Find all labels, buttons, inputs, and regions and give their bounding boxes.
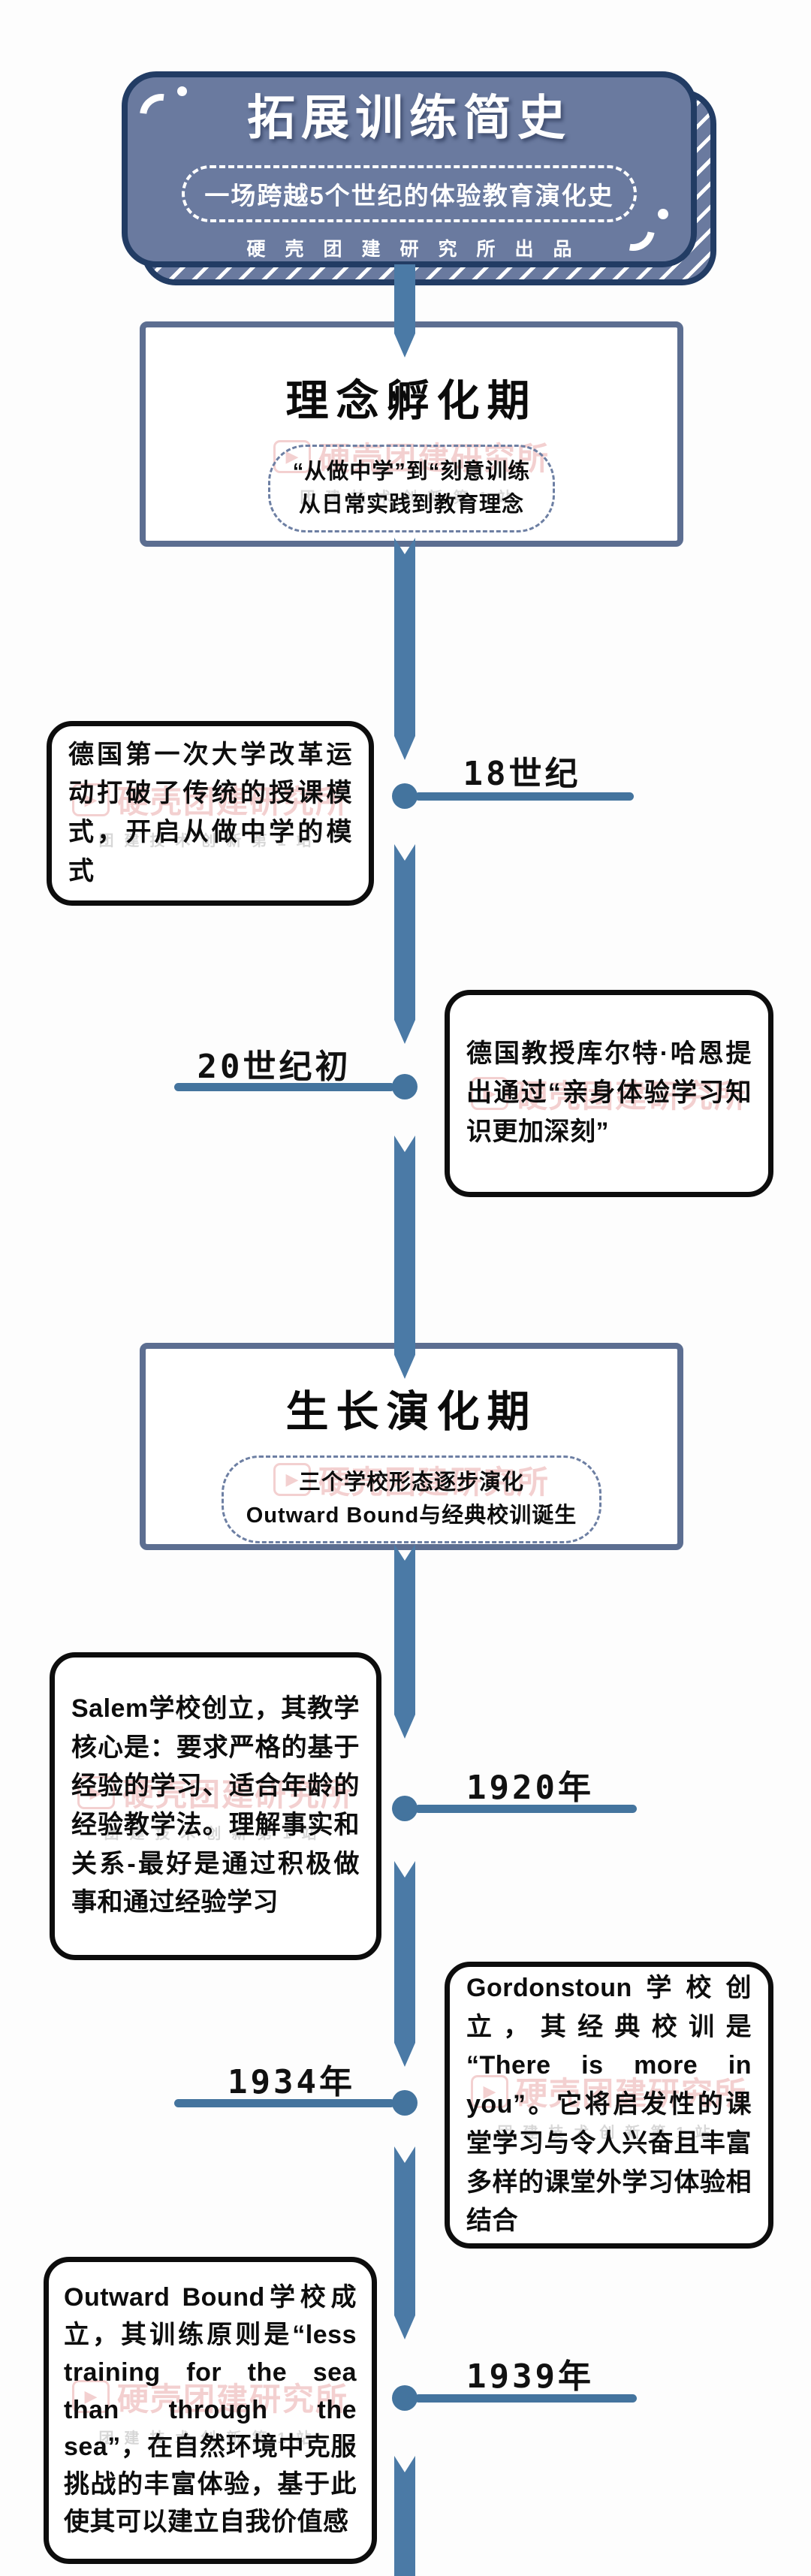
timeline-arrow-segment [394,2456,415,2576]
section-title: 生长演化期 [285,1388,538,1436]
byline: 硬壳团建研究所出品 [246,238,592,260]
shine-dot-icon [177,86,187,96]
page-subtitle-pill: 一场跨越5个世纪的体验教育演化史 [182,164,637,222]
event-text: 德国第一次大学改革运动打破了传统的授课模式，开启从做中学的模式 [68,740,352,885]
year-label: 1920年 [466,1769,594,1807]
shine-dot-icon [658,209,668,219]
section-subtitle-line: 三个学校形态逐步演化 [298,1470,524,1495]
section-box-incubation: ▶ 硬壳团建研究所 团建技术创新第1站 理念孵化期 “从做中学”到“刻意训练 从… [140,321,683,547]
section-subtitle-line: 从日常实践到教育理念 [298,492,524,517]
timeline-arrow-segment [394,844,415,1044]
timeline-arrow-segment [394,1136,415,1379]
timeline-dot [392,783,418,809]
timeline-connector [174,1083,395,1091]
timeline-arrow-segment [394,538,415,760]
timeline-arrow-segment [394,1544,415,1739]
timeline-connector [415,1805,637,1813]
event-text: Salem学校创立，其教学核心是：要求严格的基于经验的学习、适合年龄的经验教学法… [71,1694,360,1917]
header-card: 拓展训练简史 一场跨越5个世纪的体验教育演化史 硬壳团建研究所出品 [122,71,697,267]
timeline-connector [415,2394,637,2403]
timeline-dot [392,2385,418,2411]
timeline-connector [174,2099,395,2107]
timeline-arrow-segment [394,1861,415,2067]
event-box: ▶ 硬壳团建研究所 德国教授库尔特·哈恩提出通过“亲身体验学习知识更加深刻” [445,990,773,1197]
year-label: 20世纪初 [197,1048,351,1086]
event-text: 德国教授库尔特·哈恩提出通过“亲身体验学习知识更加深刻” [466,1039,752,1146]
event-text: Outward Bound学校成立，其训练原则是“less training f… [64,2282,357,2537]
event-box: ▶ 硬壳团建研究所 团建技术创新第1站 Outward Bound学校成立，其训… [44,2257,377,2564]
section-subtitle-line: Outward Bound与经典校训诞生 [246,1503,577,1528]
year-label: 1934年 [228,2063,355,2101]
page-title: 拓展训练简史 [247,90,571,145]
section-subtitle-line: “从做中学”到“刻意训练 [292,460,531,484]
timeline-arrow-segment [394,2146,415,2339]
section-title: 理念孵化期 [285,377,538,425]
timeline-dot [392,1074,418,1099]
event-box: ▶ 硬壳团建研究所 团建技术创新第1站 Gordonstoun学校创立，其经典校… [445,1962,773,2249]
section-box-growth: ▶ 硬壳团建研究所 生长演化期 三个学校形态逐步演化 Outward Bound… [140,1343,683,1550]
year-label: 1939年 [466,2357,594,2396]
event-box: ▶ 硬壳团建研究所 团建技术创新第1站 德国第一次大学改革运动打破了传统的授课模… [47,721,374,906]
timeline-dot [392,2090,418,2116]
event-box: ▶ 硬壳团建研究所 团建技术创新第1站 Salem学校创立，其教学核心是：要求严… [50,1652,381,1960]
timeline-dot [392,1796,418,1821]
section-subtitle-pill: 三个学校形态逐步演化 Outward Bound与经典校训诞生 [221,1455,602,1543]
event-text: Gordonstoun学校创立，其经典校训是 “There is more in… [466,1974,752,2236]
section-subtitle-pill: “从做中学”到“刻意训练 从日常实践到教育理念 [267,445,556,532]
year-label: 18世纪 [463,755,581,793]
timeline-connector [415,792,634,801]
